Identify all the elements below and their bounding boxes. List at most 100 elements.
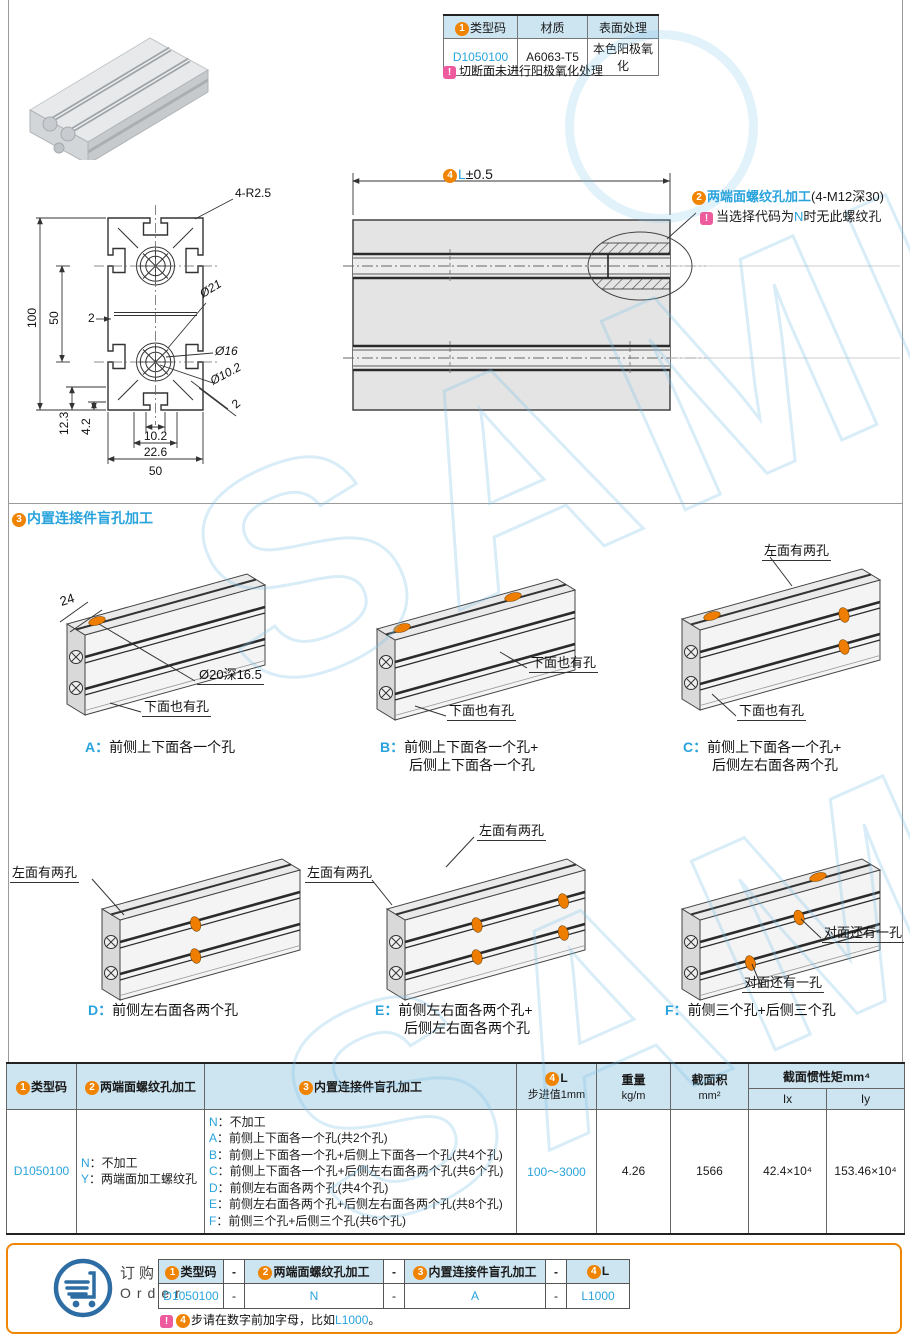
svg-text:Ø16: Ø16 [214,344,238,358]
dimension-lines [36,198,237,464]
section-divider [8,503,902,504]
order-v-blind: A [404,1283,546,1309]
order-v-type: D1050100 [158,1283,224,1309]
label-bottom-hole: 下面也有孔 [142,696,212,717]
thread-detail-ellipse [587,231,693,301]
diagram-e-bar [385,857,587,1002]
spec-blind-options: N：不加工 A：前侧上下面各一个孔(共2个孔) B：前侧上下面各一个孔+后侧上下… [204,1109,517,1234]
order-dash: - [545,1259,567,1284]
svg-text:12.3: 12.3 [57,411,71,435]
label-left-holes: 左面有两孔 [477,820,547,841]
caption-d: D：前侧左右面各两个孔 [88,1002,239,1018]
svg-text:50: 50 [149,464,163,478]
svg-text:10.2: 10.2 [144,429,168,443]
svg-text:100: 100 [25,308,39,328]
spec-type-code[interactable]: D1050100 [6,1109,77,1234]
page-right-border [902,0,903,1062]
caption-c: C：前侧上下面各一个孔+ [683,739,842,755]
label-hole-spec: Ø20深16.5 [197,664,264,685]
step-4-badge: 4 [176,1314,190,1328]
svg-text:Ø10.2: Ø10.2 [207,360,244,388]
type-code-link[interactable]: D1050100 [442,38,519,76]
label-bottom-hole: 下面也有孔 [737,700,807,721]
svg-text:2: 2 [88,311,95,325]
svg-text:22.6: 22.6 [144,445,168,459]
diagram-d-bar [100,857,302,1002]
cross-section-drawing: 4-R2.5 100 50 2 Ø21 Ø16 Ø10.2 2 12.3 4.2… [25,186,271,478]
caption-c-line2: 后侧左右面各两个孔 [712,757,838,773]
step-1-badge: 1 [455,21,470,36]
spec-header-inertia: 截面惯性矩mm⁴ [748,1062,905,1089]
label-left-holes: 左面有两孔 [10,862,80,883]
order-dash: - [545,1283,567,1309]
diagram-b-bar [375,577,577,722]
label-bottom-hole: 下面也有孔 [529,652,599,673]
label-bottom-hole: 下面也有孔 [447,700,517,721]
step-4-badge: 4 [443,169,457,183]
label-left-holes: 左面有两孔 [305,862,375,883]
label-opposite-hole: 对面还有一孔 [822,922,905,943]
spec-header-iy: Iy [826,1088,905,1110]
spec-weight: 4.26 [596,1109,671,1234]
thread-warning: !当选择代码为N时无此螺纹孔 [700,206,881,225]
svg-text:4-R2.5: 4-R2.5 [235,186,271,200]
aluminum-extrusion-photo [28,37,210,160]
product-photo [28,37,210,160]
warning-icon: ! [443,66,456,79]
order-v-thread: N [244,1283,384,1309]
order-v-length: L1000 [566,1283,630,1309]
cart-icon [53,1258,113,1318]
svg-text:50: 50 [47,311,61,325]
page-left-border [8,0,9,1062]
spec-iy: 153.46×10⁴ [826,1109,905,1234]
order-dash: - [223,1259,245,1284]
caption-b: B：前侧上下面各一个孔+ [380,739,539,755]
caption-a: A：前侧上下面各一个孔 [85,739,236,755]
svg-text:2: 2 [229,396,243,411]
svg-text:Ø21: Ø21 [196,277,224,301]
label-left-holes: 左面有两孔 [762,540,832,561]
order-dash: - [223,1283,245,1309]
label-opposite-hole: 对面还有一孔 [742,972,825,993]
header-material: 材质 [517,14,588,39]
svg-text:4.2: 4.2 [79,418,93,435]
step-3-badge: 3 [12,513,26,527]
order-dash: - [383,1283,405,1309]
spec-ix: 42.4×10⁴ [748,1109,827,1234]
warning-icon: ! [160,1315,173,1328]
caption-f: F：前侧三个孔+后侧三个孔 [665,1002,836,1018]
material-value: A6063-T5 [517,38,588,76]
order-dash: - [383,1259,405,1284]
spec-thread-options: N：不加工 Y：两端面加工螺纹孔 [76,1109,205,1234]
caption-b-line2: 后侧上下面各一个孔 [409,757,535,773]
warning-icon: ! [700,212,713,225]
length-dimension [352,173,697,240]
centerlines [94,205,217,425]
side-view-drawing [343,173,900,411]
spec-length-range: 100～3000 [516,1109,597,1234]
spec-header-ix: Ix [748,1088,827,1110]
surface-note: !切断面未进行阳极氧化处理 [443,62,603,79]
diagram-c-bar [680,567,882,712]
caption-e-line2: 后侧左右面各两个孔 [404,1020,530,1036]
step-2-badge: 2 [692,191,706,205]
